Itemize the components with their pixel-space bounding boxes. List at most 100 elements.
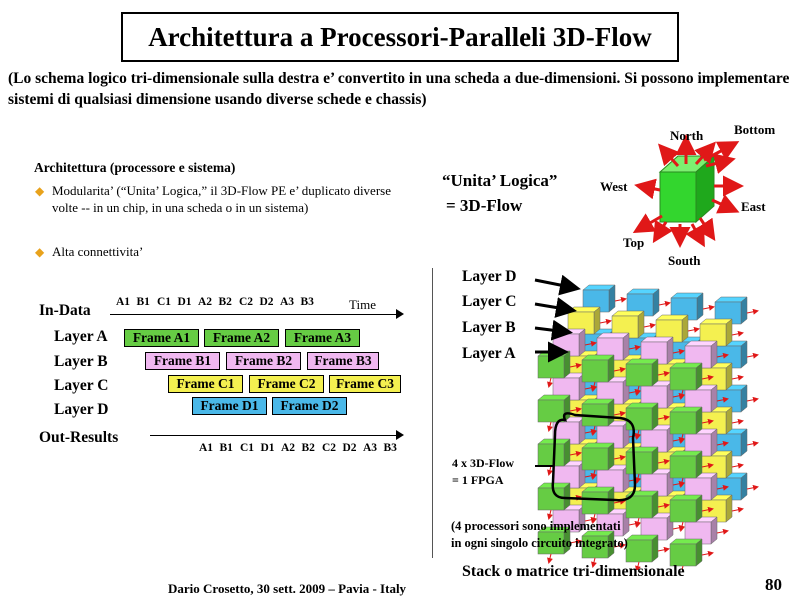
processor-cube — [625, 534, 670, 570]
label-top: Top — [623, 235, 645, 250]
processor-cube — [626, 288, 671, 326]
timing-layer-b-label: Layer B — [54, 353, 108, 370]
diamond-bullet-icon: ◆ — [35, 184, 45, 198]
tick-label: A1 — [199, 442, 214, 454]
cube-diagram — [632, 134, 744, 248]
processor-cube — [537, 438, 582, 476]
tick-label: B1 — [136, 296, 150, 308]
slide-title: Architettura a Processori-Paralleli 3D-F… — [148, 21, 652, 52]
tick-label: A2 — [281, 442, 296, 454]
time-label: Time — [349, 297, 376, 312]
processor-cube — [684, 516, 729, 554]
processor-cube — [596, 332, 641, 370]
processor-cube — [640, 336, 685, 374]
label-north: North — [670, 128, 704, 143]
timing-layer-a-label: Layer A — [54, 328, 108, 345]
tick-label: C1 — [240, 442, 255, 454]
bullet-text: Alta connettivita’ — [52, 244, 144, 259]
processor-cube — [581, 530, 626, 568]
stack-3d-matrix — [534, 274, 759, 570]
processor-cube — [581, 398, 626, 436]
frame-box: Frame D1 — [192, 397, 267, 415]
processor-cube — [581, 486, 626, 524]
vertical-divider — [432, 268, 433, 558]
processor-cube — [699, 406, 744, 444]
processor-cube — [581, 442, 626, 480]
processor-cube — [669, 494, 714, 532]
frame-box: Frame A2 — [204, 329, 279, 347]
frame-box: Frame C3 — [329, 375, 401, 393]
label-east: East — [741, 199, 766, 214]
processor-cube — [684, 340, 729, 378]
diamond-bullet-icon: ◆ — [35, 245, 45, 259]
unit-label: “Unita’ Logica” = 3D-Flow — [442, 168, 557, 218]
frame-box: Frame B2 — [226, 352, 301, 370]
fpga-note-line2: = 1 FPGA — [452, 473, 504, 487]
stack-layer-a-label: Layer A — [462, 345, 516, 362]
label-bottom: Bottom — [734, 122, 776, 137]
processor-cube — [669, 538, 714, 570]
processor-cube — [625, 358, 670, 396]
timing-layer-d-label: Layer D — [54, 401, 109, 418]
tick-label: A1 — [116, 296, 131, 308]
fpga-note: 4 x 3D-Flow = 1 FPGA — [452, 455, 514, 489]
tick-label: B2 — [301, 442, 315, 454]
tick-label: B1 — [219, 442, 233, 454]
out-results-axis — [150, 435, 400, 436]
tick-label: B3 — [300, 296, 314, 308]
stack-caption: Stack o matrice tri-dimensionale — [462, 563, 685, 580]
processor-cube — [625, 490, 670, 528]
processor-cube — [669, 362, 714, 400]
processor-cube — [611, 310, 656, 348]
implementation-note: (4 processori sono implementati in ogni … — [451, 518, 628, 552]
title-box: Architettura a Processori-Paralleli 3D-F… — [121, 12, 679, 62]
frame-box: Frame C2 — [249, 375, 324, 393]
unit-label-line2: = 3D-Flow — [446, 196, 523, 215]
architecture-heading: Architettura (processore e sistema) — [34, 160, 236, 175]
in-data-label: In-Data — [39, 302, 91, 319]
processor-cube — [669, 406, 714, 444]
in-axis-arrow-icon — [396, 309, 404, 319]
bullet-connectivity: ◆ Alta connettivita’ — [35, 243, 397, 260]
slide-footer: Dario Crosetto, 30 sett. 2009 – Pavia - … — [168, 581, 407, 596]
tick-label: C1 — [157, 296, 172, 308]
tick-label: A3 — [363, 442, 378, 454]
impl-note-line2: in ogni singolo circuito integrato) — [451, 536, 628, 550]
impl-note-line1: (4 processori sono implementati — [451, 519, 621, 533]
tick-label: A2 — [198, 296, 213, 308]
processor-cube — [669, 450, 714, 488]
direction-arrows — [632, 134, 744, 248]
tick-label: D2 — [342, 442, 357, 454]
processor-cube — [537, 394, 582, 432]
unit-label-line1: “Unita’ Logica” — [442, 171, 558, 190]
tick-label: D1 — [260, 442, 275, 454]
layer-pointer-arrows — [534, 274, 581, 363]
frame-box: Frame B3 — [307, 352, 379, 370]
bullet-modularity: ◆ Modularita’ (“Unita’ Logica,” il 3D-Fl… — [35, 182, 397, 216]
stack-layer-c-label: Layer C — [462, 293, 517, 310]
tick-label: A3 — [280, 296, 295, 308]
out-results-label: Out-Results — [39, 429, 119, 446]
stack-layer-d-label: Layer D — [462, 268, 517, 285]
tick-label: B2 — [218, 296, 232, 308]
frame-box: Frame B1 — [145, 352, 220, 370]
frame-box: Frame A1 — [124, 329, 199, 347]
label-west: West — [600, 179, 628, 194]
processor-cube — [537, 482, 582, 520]
frame-box: Frame D2 — [272, 397, 347, 415]
timing-layer-c-label: Layer C — [54, 377, 109, 394]
in-data-axis — [110, 314, 400, 315]
page-number: 80 — [765, 575, 782, 594]
processor-cube — [537, 526, 582, 564]
frame-box: Frame C1 — [168, 375, 243, 393]
tick-label: B3 — [383, 442, 397, 454]
tick-label: C2 — [239, 296, 254, 308]
frame-box: Frame A3 — [285, 329, 360, 347]
stack-layer-b-label: Layer B — [462, 319, 516, 336]
slide-subtitle: (Lo schema logico tri-dimensionale sulla… — [8, 70, 790, 108]
processor-cube — [581, 354, 626, 392]
fpga-grouping-circle — [551, 412, 637, 502]
label-south: South — [668, 253, 701, 268]
tick-label: C2 — [322, 442, 337, 454]
green-cube-icon — [658, 154, 716, 224]
